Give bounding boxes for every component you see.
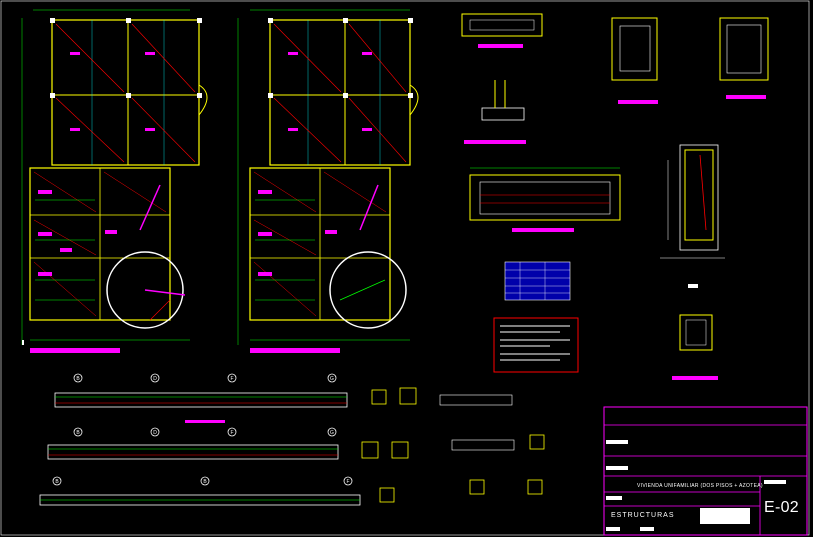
- detail-small-column: [672, 314, 718, 380]
- detail-top-center: [461, 13, 543, 144]
- axis-label: F: [346, 479, 349, 485]
- floor-plan-1: [21, 9, 208, 353]
- axis-label: B: [76, 430, 80, 436]
- discipline-label: ESTRUCTURAS: [611, 512, 675, 519]
- axis-label: F: [230, 430, 233, 436]
- sheet-number: E-02: [764, 499, 799, 516]
- detail-top-right: [611, 17, 769, 104]
- stair-section: [660, 144, 725, 288]
- project-title: VIVIENDA UNIFAMILIAR (DOS PISOS + AZOTEA…: [637, 483, 763, 489]
- general-notes-box: [493, 317, 579, 373]
- footing-section: [469, 167, 621, 232]
- axis-label: B: [76, 376, 80, 382]
- axis-label: G: [330, 376, 334, 382]
- rebar-schedule-table: [504, 261, 571, 301]
- beam-elevations: [39, 387, 545, 506]
- axis-label: G: [330, 430, 334, 436]
- floor-plan-2: [237, 9, 419, 353]
- axis-label: D: [153, 430, 157, 436]
- axis-label: B: [55, 479, 59, 485]
- axis-label: D: [153, 376, 157, 382]
- axis-label: B: [203, 479, 207, 485]
- title-block: [603, 406, 808, 536]
- axis-bubbles: [52, 373, 353, 486]
- axis-label: F: [230, 376, 233, 382]
